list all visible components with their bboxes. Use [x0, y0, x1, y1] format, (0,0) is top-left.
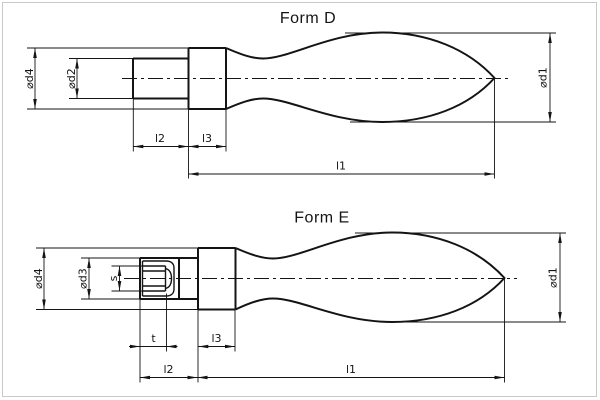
- dimension-arrowhead: [548, 33, 552, 43]
- form-e-dim-label-t: t: [151, 332, 156, 345]
- form-e-dim-label-s: s: [107, 275, 120, 281]
- form-d-dim-label-l2: l2: [155, 132, 165, 145]
- form-d-dim-label-d2: ⌀d2: [65, 68, 78, 89]
- dimension-arrowhead: [484, 172, 495, 176]
- dimension-arrowhead: [117, 281, 122, 291]
- form-d-dim-label-d4: ⌀d4: [23, 68, 36, 89]
- form-e-dim-label-d4: ⌀d4: [32, 268, 45, 289]
- form-d-arrows: [33, 33, 552, 176]
- form-e-dim-label-l2: l2: [163, 363, 173, 376]
- form-e-handle-outline: [139, 231, 506, 323]
- form-d-dim-label-l1: l1: [336, 160, 346, 173]
- form-e-arrows: [42, 233, 562, 380]
- dimension-arrowhead: [548, 112, 552, 122]
- dimension-arrowhead: [130, 344, 140, 349]
- dimension-arrowhead: [117, 266, 122, 276]
- dimension-arrowhead: [42, 299, 46, 310]
- dimension-arrowhead: [558, 233, 562, 243]
- form-d-handle-outline: [132, 31, 496, 123]
- dimension-arrowhead: [188, 144, 199, 149]
- dimension-arrowhead: [140, 375, 150, 380]
- form-e-title: Form E: [294, 210, 349, 227]
- dimension-arrowhead: [166, 344, 177, 349]
- dimension-arrowhead: [187, 375, 198, 380]
- dimension-arrowhead: [216, 144, 226, 149]
- form-e-dimension-lines: [36, 232, 566, 383]
- dimension-arrowhead: [87, 258, 91, 268]
- form-d-dim-label-l3: l3: [202, 132, 212, 145]
- dimension-arrowhead: [133, 144, 144, 149]
- form-e-dim-label-d1: ⌀d1: [547, 267, 560, 288]
- dimension-arrowhead: [198, 344, 209, 349]
- form-e-thread-insert-detail: [141, 260, 175, 297]
- dimension-arrowhead: [225, 344, 235, 349]
- dimension-arrowhead: [178, 144, 189, 149]
- drawing-border: [2, 2, 597, 397]
- dimension-arrowhead: [558, 312, 562, 322]
- form-e-view: Form E ⌀d4 ⌀d3 s ⌀d1 t l3 l2 l1: [32, 210, 566, 383]
- form-d-title: Form D: [280, 10, 336, 27]
- form-e-dim-label-l3: l3: [211, 332, 221, 345]
- dimension-arrowhead: [494, 375, 505, 380]
- dimension-arrowhead: [87, 289, 91, 299]
- dimension-arrowhead: [42, 248, 46, 258]
- form-d-view: Form D ⌀d4 ⌀d2 ⌀d1 l2 l3 l1: [23, 10, 556, 179]
- dimension-arrowhead: [33, 48, 37, 58]
- form-e-dim-label-d3: ⌀d3: [77, 268, 90, 289]
- dimension-arrowhead: [197, 375, 208, 380]
- form-d-dim-label-d1: ⌀d1: [537, 67, 550, 88]
- dimension-arrowhead: [188, 172, 199, 176]
- dimension-arrowhead: [33, 99, 37, 109]
- form-d-dimension-lines: [27, 32, 556, 179]
- form-e-dim-label-l1: l1: [346, 363, 356, 376]
- dimension-arrowhead: [75, 88, 79, 99]
- dimension-arrowhead: [75, 58, 79, 69]
